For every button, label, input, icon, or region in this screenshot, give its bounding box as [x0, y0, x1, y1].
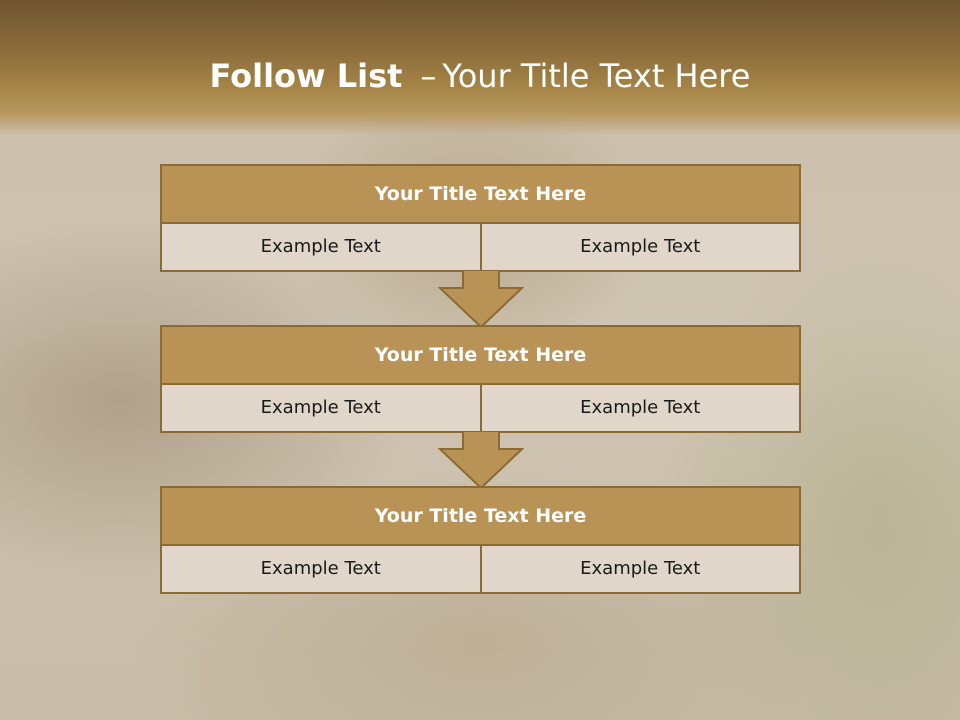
block-cell-right: Example Text: [479, 224, 799, 270]
block-cell-right: Example Text: [479, 546, 799, 592]
down-arrow-icon: [438, 431, 524, 489]
block-cell-left: Example Text: [162, 385, 480, 431]
list-block-1: Your Title Text Here Example Text Exampl…: [160, 164, 801, 272]
list-block-2: Your Title Text Here Example Text Exampl…: [160, 325, 801, 433]
list-block-3: Your Title Text Here Example Text Exampl…: [160, 486, 801, 594]
slide-title: Follow List–Your Title Text Here: [0, 54, 960, 98]
block-title: Your Title Text Here: [162, 488, 799, 546]
title-rest: Your Title Text Here: [442, 57, 751, 95]
block-cell-left: Example Text: [162, 546, 480, 592]
title-separator: –: [420, 57, 437, 95]
title-bold: Follow List: [209, 57, 403, 95]
block-row: Example Text Example Text: [162, 546, 799, 592]
block-cell-left: Example Text: [162, 224, 480, 270]
block-title: Your Title Text Here: [162, 327, 799, 385]
title-bar: [0, 0, 960, 135]
block-row: Example Text Example Text: [162, 385, 799, 431]
block-title: Your Title Text Here: [162, 166, 799, 224]
block-cell-right: Example Text: [479, 385, 799, 431]
down-arrow-icon: [438, 270, 524, 328]
block-row: Example Text Example Text: [162, 224, 799, 270]
